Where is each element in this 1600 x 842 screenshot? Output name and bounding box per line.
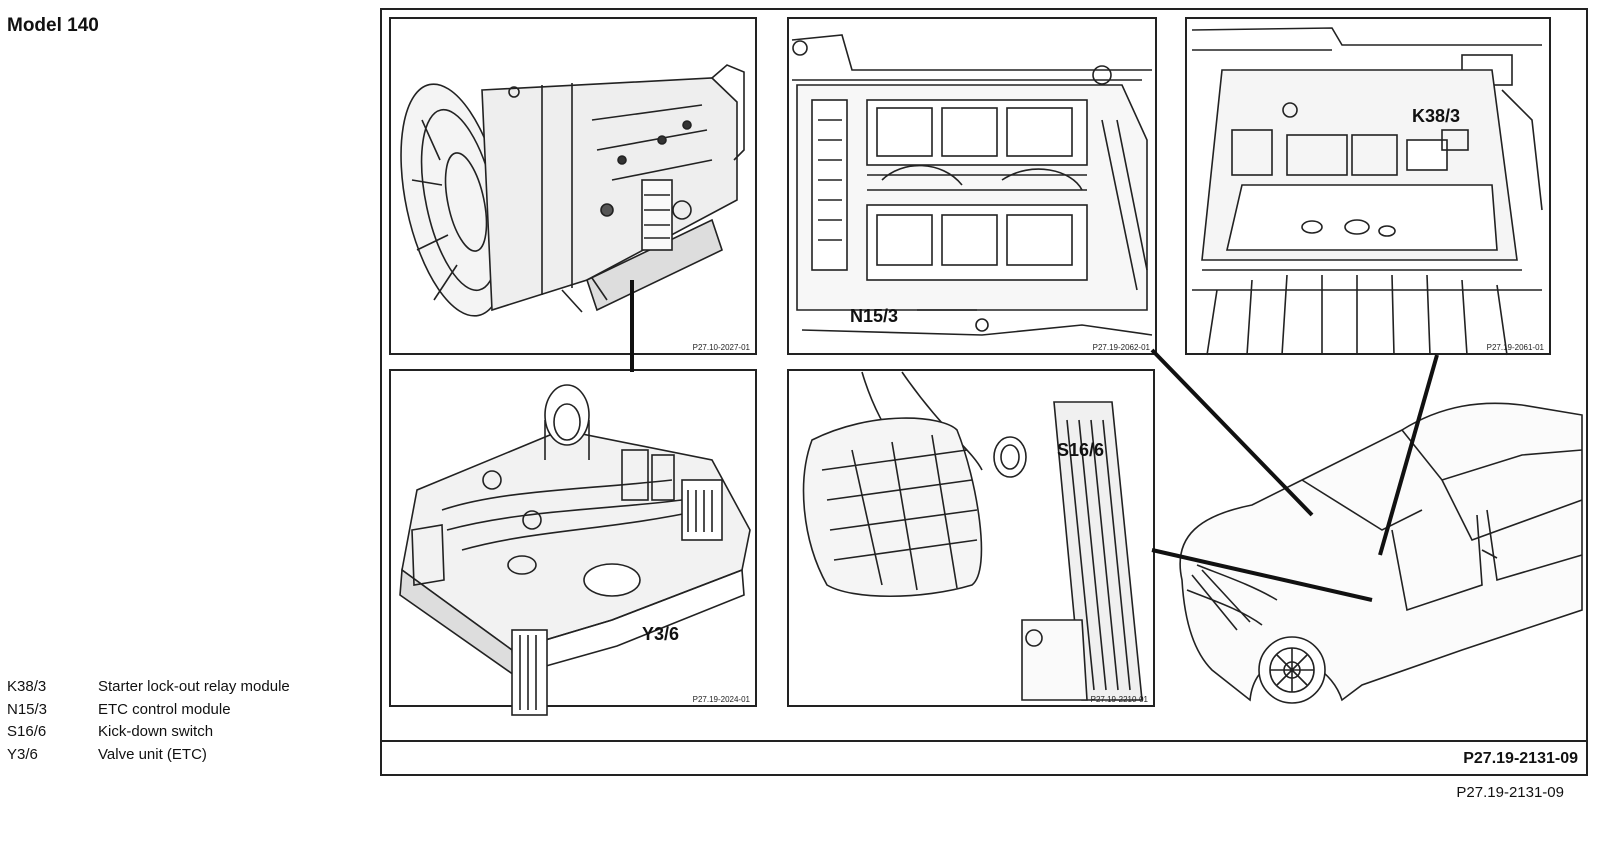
legend-item: S16/6 Kick-down switch (7, 721, 290, 744)
relay-module-drawing (1191, 27, 1543, 356)
panel-label: K38/3 (1412, 106, 1460, 126)
panel-ref: P27.19-2061-01 (1487, 343, 1545, 352)
transmission-drawing (400, 64, 745, 317)
valve-unit-drawing (399, 384, 751, 716)
panel-ref: P27.10-2027-01 (693, 343, 751, 352)
panel-control-module: N15/3 P27.19-2062-01 (787, 17, 1157, 355)
leader-lines (630, 280, 1439, 602)
panel-pedal: S16/6 P27.19-2210-01 (787, 369, 1155, 707)
legend-code: Y3/6 (7, 745, 38, 763)
legend-desc: Starter lock-out relay module (98, 678, 290, 695)
panel-ref: P27.19-2024-01 (693, 695, 751, 704)
leader-line (1150, 348, 1314, 517)
legend-item: K38/3 Starter lock-out relay module (7, 676, 290, 699)
panel-ref: P27.19-2062-01 (1093, 343, 1151, 352)
panel-label: Y3/6 (642, 624, 679, 644)
legend-desc: Valve unit (ETC) (98, 745, 207, 763)
control-module-drawing (791, 34, 1153, 336)
diagram-illustration: P27.10-2027-01 (389, 17, 1583, 716)
panel-transmission: P27.10-2027-01 (389, 17, 757, 355)
leader-line (1151, 548, 1373, 602)
legend-code: S16/6 (7, 723, 47, 740)
panel-label: S16/6 (1057, 440, 1104, 460)
leader-line (1378, 354, 1439, 556)
figure-reference: P27.19-2131-09 (1456, 784, 1564, 801)
panel-ref: P27.19-2210-01 (1091, 695, 1149, 704)
frame-divider (382, 740, 1586, 742)
legend-code: N15/3 (7, 700, 48, 718)
page-title: Model 140 (7, 15, 99, 36)
legend-item: Y3/6 Valve unit (ETC) (7, 744, 290, 767)
legend-code: K38/3 (7, 678, 47, 695)
legend: K38/3 Starter lock-out relay module N15/… (7, 676, 290, 766)
panel-valve-unit: Y3/6 P27.19-2024-01 (389, 369, 757, 716)
panel-label: N15/3 (850, 306, 898, 326)
pedal-drawing (802, 371, 1143, 701)
legend-item: N15/3 ETC control module (7, 699, 290, 722)
legend-desc: ETC control module (98, 700, 231, 718)
frame-reference: P27.19-2131-09 (1463, 750, 1578, 767)
panel-relay-module: K38/3 P27.19-2061-01 (1185, 17, 1551, 356)
diagram-frame: P27.10-2027-01 (380, 8, 1588, 776)
legend-desc: Kick-down switch (98, 723, 214, 740)
